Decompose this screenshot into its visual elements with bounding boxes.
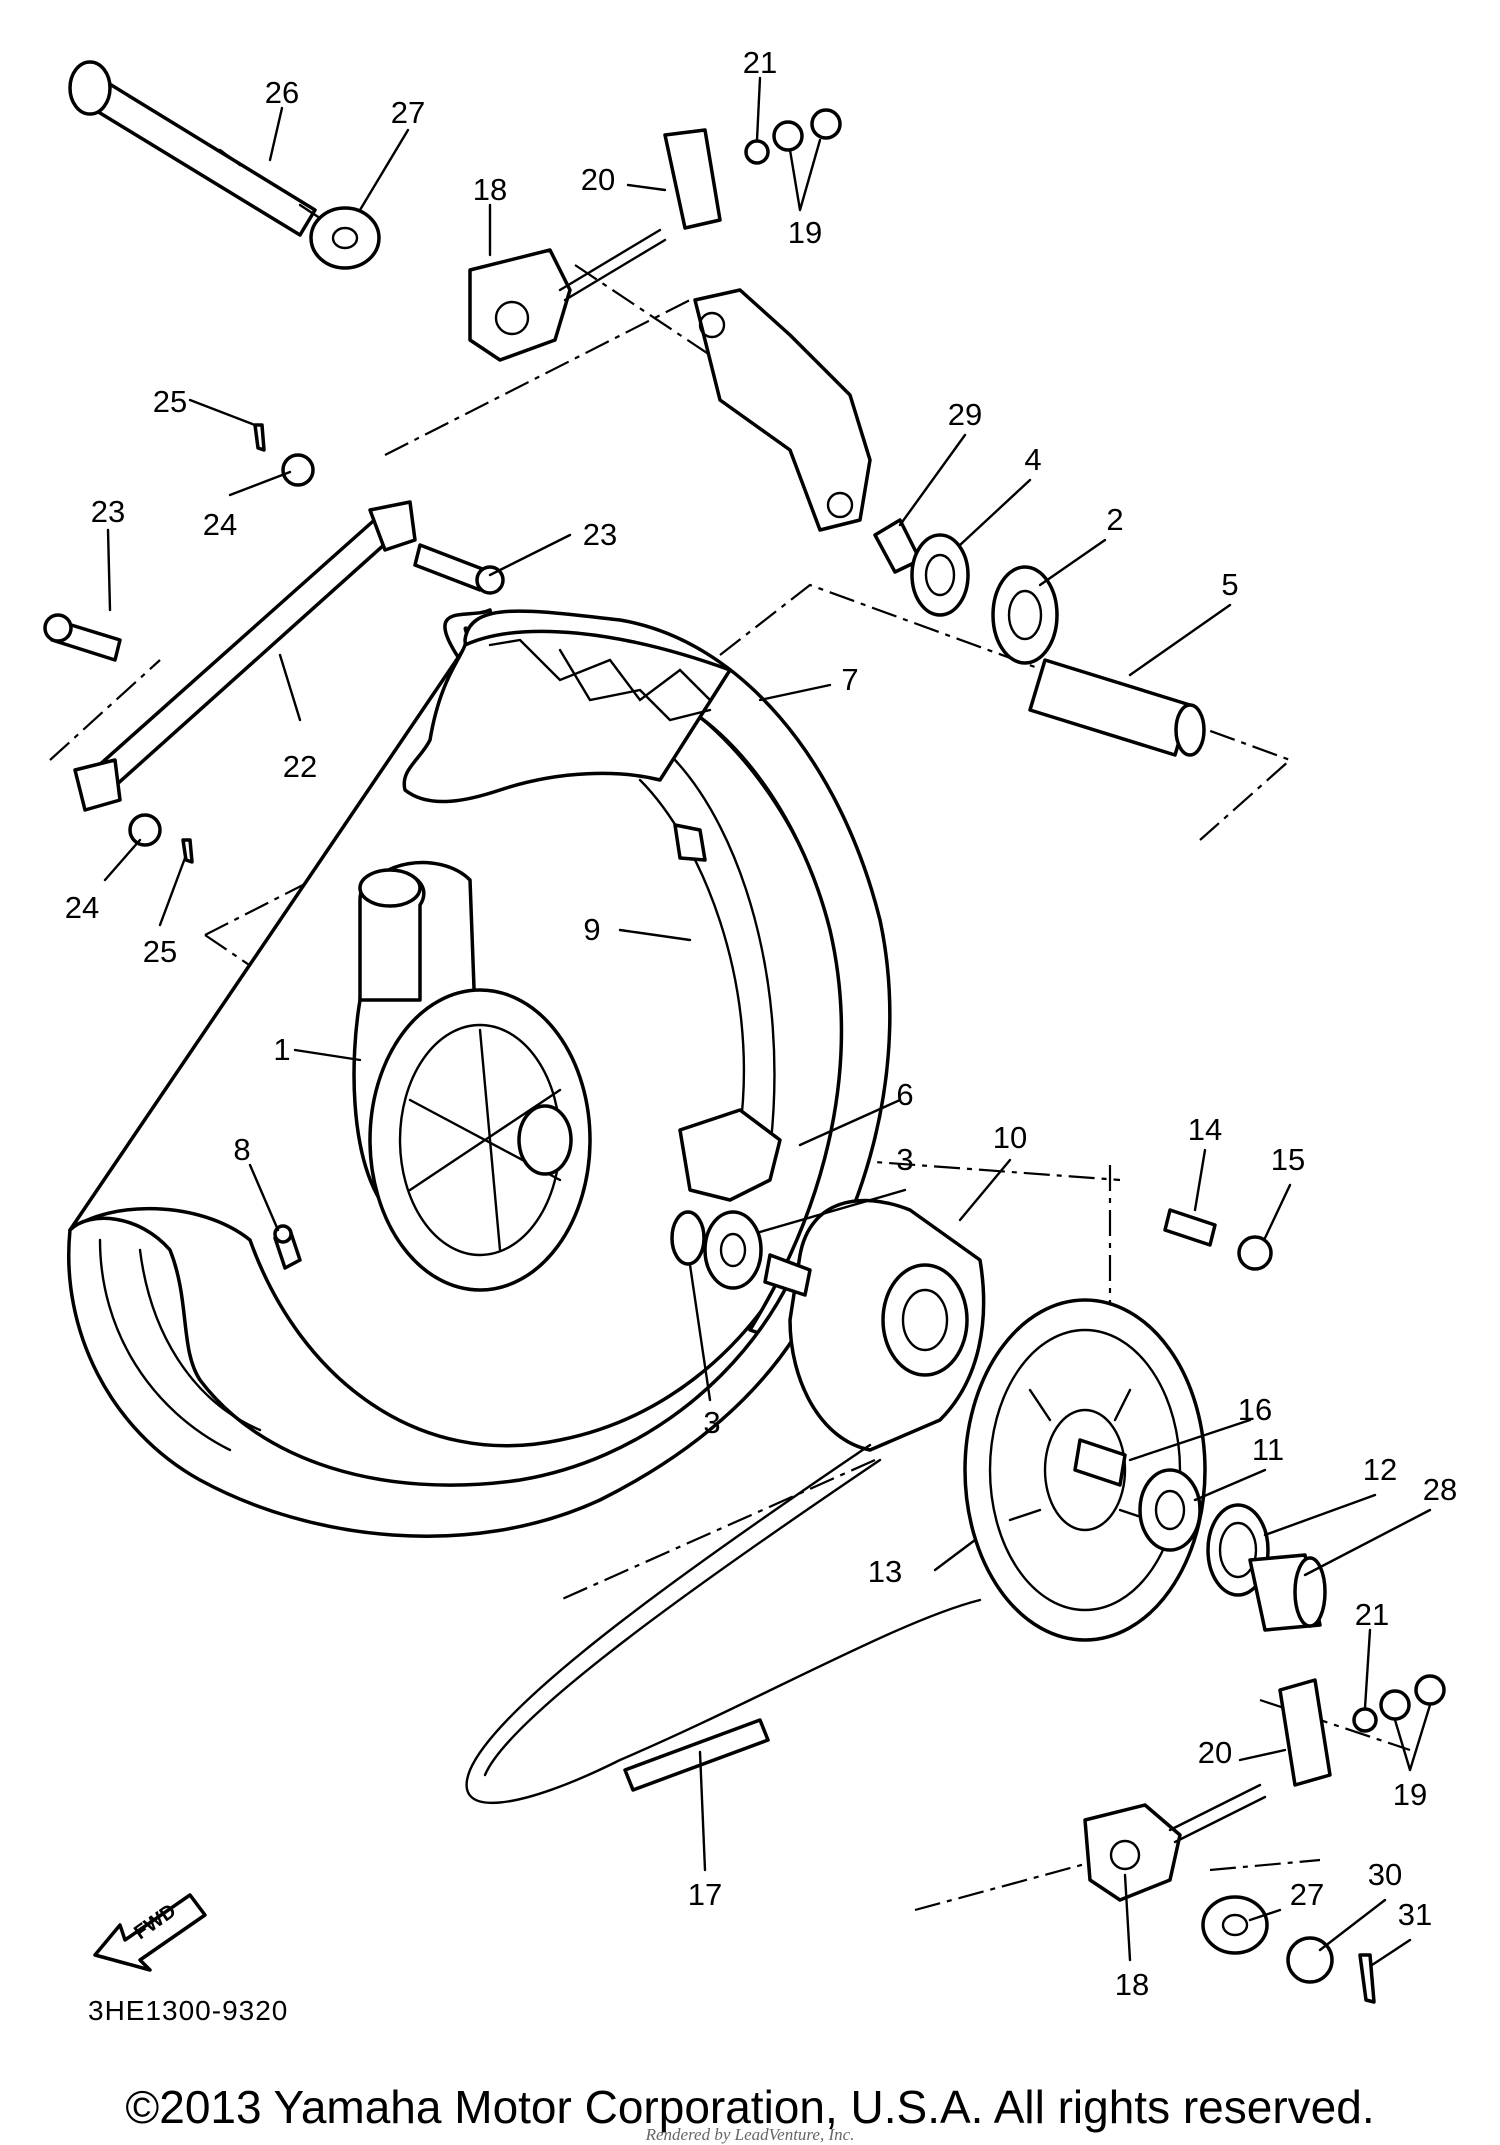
callout-29: 29 [948, 397, 982, 432]
callout-27-bottom: 27 [1290, 1877, 1324, 1912]
rear-wheel-assembly [67, 608, 892, 1538]
callout-11: 11 [1252, 1432, 1284, 1467]
callout-numbers: 26 27 21 20 19 18 25 24 23 23 29 4 2 5 7… [65, 45, 1457, 2002]
callout-21-bottom: 21 [1355, 1597, 1389, 1632]
bolt-23-right [413, 543, 487, 592]
valve-and-weight [273, 823, 707, 1270]
copyright-notice: ©2013 Yamaha Motor Corporation, U.S.A. A… [125, 2081, 1375, 2133]
stud-14 [1163, 1208, 1217, 1247]
collar-16 [1073, 1438, 1127, 1487]
callout-12: 12 [1363, 1452, 1397, 1487]
callout-18-bottom: 18 [1115, 1967, 1149, 2002]
callout-1: 1 [273, 1032, 290, 1067]
hub-bearing-boss [517, 1104, 573, 1176]
callout-5: 5 [1221, 567, 1238, 602]
callout-20-bottom: 20 [1198, 1735, 1232, 1770]
rim-front-half [67, 1216, 822, 1538]
chain-link-17 [623, 1718, 770, 1792]
oil-seal-4 [910, 533, 970, 617]
tension-bar-22 [86, 513, 397, 797]
chain-puller-plate-20-top [663, 128, 722, 230]
callout-23-right: 23 [583, 517, 617, 552]
callout-27: 27 [391, 95, 425, 130]
callout-23-left: 23 [91, 494, 125, 529]
tension-bar-group [43, 423, 505, 864]
callout-25-bottom: 25 [143, 934, 177, 969]
sprocket-group [963, 1208, 1327, 1642]
cotter-pin-25-bottom [181, 838, 194, 864]
spacer-5 [1028, 658, 1192, 757]
washer-21-top [744, 139, 770, 165]
chain-puller-plate-20-bottom [1278, 1678, 1332, 1787]
hub-spoke-disc [368, 988, 592, 1292]
axle-group [68, 60, 381, 270]
callout-26: 26 [265, 75, 299, 110]
nut-24-bottom [128, 813, 162, 847]
callout-15: 15 [1271, 1142, 1305, 1177]
callout-4: 4 [1024, 442, 1041, 477]
callout-22: 22 [283, 749, 317, 784]
washer-27-bottom [1201, 1895, 1269, 1955]
nut-19-top-a [772, 120, 804, 152]
callout-25: 25 [153, 384, 187, 419]
callout-16: 16 [1238, 1392, 1272, 1427]
callout-8: 8 [233, 1132, 250, 1167]
diagram-reference-code: 3HE1300-9320 [88, 1995, 289, 2026]
callout-7: 7 [841, 662, 858, 697]
chain-puller-18-bottom [1083, 1803, 1182, 1902]
callout-18: 18 [473, 172, 507, 207]
callout-9: 9 [583, 912, 600, 947]
nut-19-bottom-a [1379, 1689, 1411, 1721]
brake-caliper-bracket [693, 288, 872, 532]
nut-19-bottom-b [1414, 1674, 1446, 1706]
callout-19: 19 [788, 215, 822, 250]
brake-bracket-group [693, 288, 1206, 757]
bearing-3-right [703, 1210, 763, 1290]
hub-bearings-group [670, 1108, 782, 1290]
callout-21: 21 [743, 45, 777, 80]
tire-cross-section [402, 629, 732, 804]
bearing-2-top [991, 565, 1059, 665]
callout-24-bottom: 24 [65, 890, 99, 925]
drive-chain-loop [465, 1443, 982, 1805]
fwd-arrow-icon: FWD [93, 1893, 207, 1972]
callout-17: 17 [688, 1877, 722, 1912]
callout-20: 20 [581, 162, 615, 197]
callout-10: 10 [993, 1120, 1027, 1155]
balance-weight-9 [673, 823, 707, 862]
callout-2: 2 [1106, 502, 1123, 537]
nut-24-top [281, 453, 315, 487]
chain-puller-top [468, 108, 842, 362]
callout-3-bottom: 3 [703, 1405, 720, 1440]
callout-30: 30 [1368, 1857, 1402, 1892]
callout-31: 31 [1398, 1897, 1432, 1932]
callout-28: 28 [1423, 1472, 1457, 1507]
clutch-hub-group [763, 1198, 986, 1452]
washer-27-top [309, 206, 381, 270]
callout-19-bottom: 19 [1393, 1777, 1427, 1812]
nut-15 [1237, 1235, 1273, 1271]
leader-lines [103, 76, 1432, 1967]
callout-24: 24 [203, 507, 237, 542]
rendered-by-watermark: Rendered by LeadVenture, Inc. [645, 2125, 855, 2144]
chain-puller-bottom [1083, 1674, 1446, 2004]
callout-6: 6 [896, 1077, 913, 1112]
drive-chain-group [465, 1443, 982, 1805]
callout-13: 13 [868, 1554, 902, 1589]
damper-6 [678, 1108, 782, 1202]
callout-14: 14 [1188, 1112, 1222, 1147]
bearing-3-left [670, 1210, 706, 1266]
washer-21-bottom [1352, 1707, 1378, 1733]
cotter-pin-31 [1358, 1953, 1376, 2004]
nut-19-top-b [810, 108, 842, 140]
callout-3-top: 3 [896, 1142, 913, 1177]
cotter-pin-25-top [253, 423, 266, 452]
bearing-11 [1138, 1468, 1202, 1552]
